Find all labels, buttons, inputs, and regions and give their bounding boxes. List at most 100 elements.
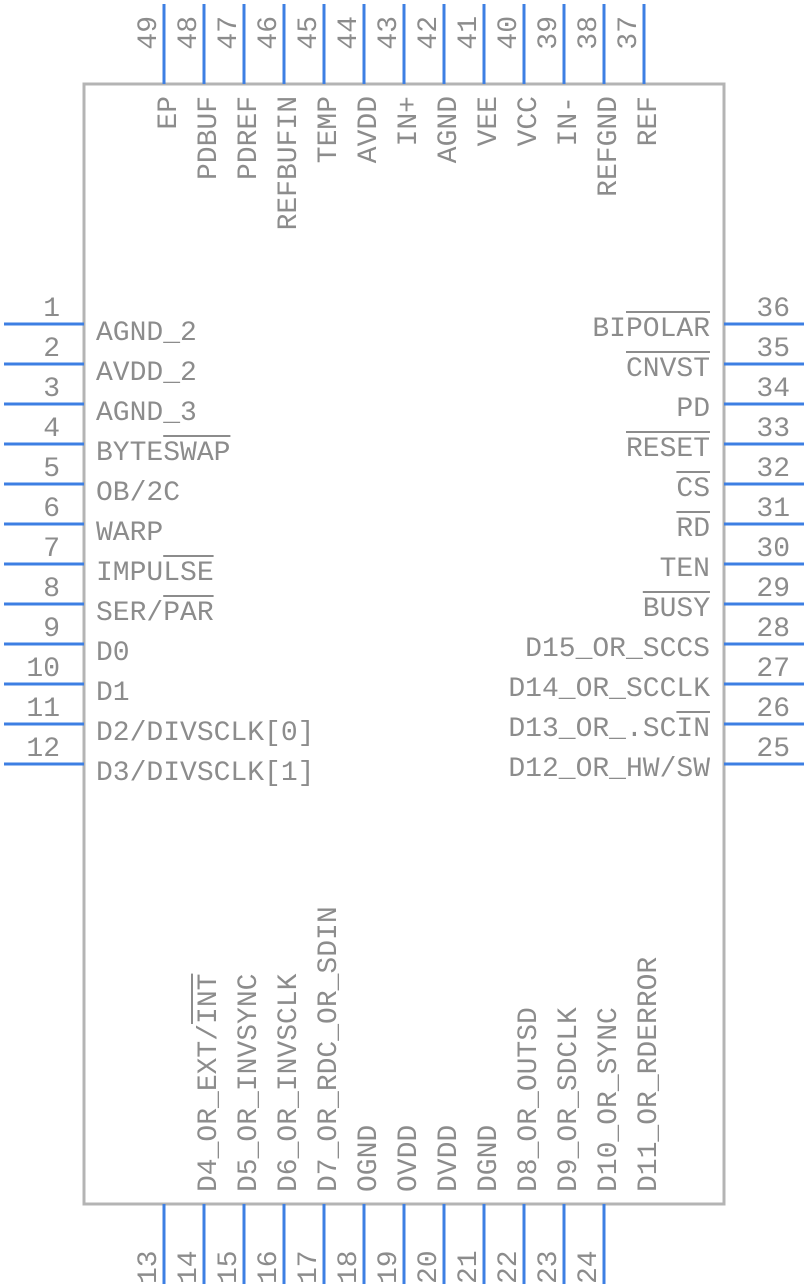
pin-31-number: 31 <box>756 494 790 525</box>
pin-7-number: 7 <box>43 534 60 565</box>
pin-6-name-warp: WARP <box>96 518 163 549</box>
pin-44-number: 44 <box>334 16 365 50</box>
pin-32-number: 32 <box>756 454 790 485</box>
pin-9-name-d0: D0 <box>96 638 130 669</box>
pin-37-name-ref: REF <box>634 96 665 146</box>
pin-31-name-rd: RD <box>676 514 710 545</box>
pin-1-name-agnd-2: AGND_2 <box>96 318 197 349</box>
pin-41-name-vee: VEE <box>474 96 505 146</box>
pin-49-name-ep: EP <box>154 96 185 130</box>
pin-21-name-dgnd: DGND <box>474 1125 505 1192</box>
pin-4-number: 4 <box>43 414 60 445</box>
pin-17-name-d7-or-rdc-or-sdin: D7_OR_RDC_OR_SDIN <box>314 906 345 1192</box>
pin-28-number: 28 <box>756 614 790 645</box>
pin-11-number: 11 <box>26 694 60 725</box>
pin-39-number: 39 <box>534 16 565 50</box>
pin-45-name-temp: TEMP <box>314 96 345 163</box>
pin-42-name-agnd: AGND <box>434 96 465 163</box>
pin-47-name-pdref: PDREF <box>234 96 265 180</box>
pin-5-number: 5 <box>43 454 60 485</box>
pin-9-number: 9 <box>43 614 60 645</box>
pin-3-number: 3 <box>43 374 60 405</box>
pin-21-number: 21 <box>454 1250 485 1284</box>
pin-30-name-ten: TEN <box>660 554 710 585</box>
pin-27-name-d14-or-scclk: D14_OR_SCCLK <box>508 674 710 705</box>
pin-20-number: 20 <box>414 1250 445 1284</box>
pin-13-number: 13 <box>134 1250 165 1284</box>
pin-24-name-d10-or-sync: D10_OR_SYNC <box>594 1007 625 1192</box>
pin-5-name-ob-2c: OB/2C <box>96 478 180 509</box>
pin-30-number: 30 <box>756 534 790 565</box>
pin-19-number: 19 <box>374 1250 405 1284</box>
pin-2-name-avdd-2: AVDD_2 <box>96 358 197 389</box>
pin-17-number: 17 <box>294 1250 325 1284</box>
pin-25-number: 25 <box>756 734 790 765</box>
pin-6-number: 6 <box>43 494 60 525</box>
pin-7-name-impulse: IMPULSE <box>96 558 214 589</box>
pin-37-number: 37 <box>614 16 645 50</box>
pin-46-number: 46 <box>254 16 285 50</box>
pin-28-name-d15-or-sccs: D15_OR_SCCS <box>525 634 710 665</box>
pin-38-number: 38 <box>574 16 605 50</box>
pin-2-number: 2 <box>43 334 60 365</box>
pin-24-number: 24 <box>574 1250 605 1284</box>
pin-8-number: 8 <box>43 574 60 605</box>
pin-45-number: 45 <box>294 16 325 50</box>
pin-18-number: 18 <box>334 1250 365 1284</box>
pin-48-number: 48 <box>174 16 205 50</box>
pin-33-name-reset: RESET <box>626 434 710 465</box>
pin-16-number: 16 <box>254 1250 285 1284</box>
pin-11-name-d2-divsclk-0: D2/DIVSCLK[0] <box>96 718 314 749</box>
pin-20-name-dvdd: DVDD <box>434 1125 465 1192</box>
pin-43-name-in: IN+ <box>394 96 425 146</box>
pin-39-name-in: IN- <box>554 96 585 146</box>
pin-12-name-d3-divsclk-1: D3/DIVSCLK[1] <box>96 758 314 789</box>
pin-35-number: 35 <box>756 334 790 365</box>
pin-46-name-refbufin: REFBUFIN <box>274 96 305 230</box>
pin-27-number: 27 <box>756 654 790 685</box>
pin-34-name-pd: PD <box>676 394 710 425</box>
pin-10-number: 10 <box>26 654 60 685</box>
pin-8-name-ser-par: SER/PAR <box>96 598 214 629</box>
pin-43-number: 43 <box>374 16 405 50</box>
pin-14-number: 14 <box>174 1250 205 1284</box>
pin-12-number: 12 <box>26 734 60 765</box>
pin-extra-12-name-d11-or-rderror: D11_OR_RDERROR <box>634 957 665 1192</box>
pin-26-number: 26 <box>756 694 790 725</box>
pin-48-name-pdbuf: PDBUF <box>194 96 225 180</box>
pin-36-name-bipolar: BIPOLAR <box>592 314 710 345</box>
pin-35-name-cnvst: CNVST <box>626 354 710 385</box>
pin-23-number: 23 <box>534 1250 565 1284</box>
pin-32-name-cs: CS <box>676 474 710 505</box>
pin-4-name-byteswap: BYTESWAP <box>96 438 230 469</box>
pin-29-name-busy: BUSY <box>643 594 710 625</box>
pin-33-number: 33 <box>756 414 790 445</box>
pin-29-number: 29 <box>756 574 790 605</box>
pin-42-number: 42 <box>414 16 445 50</box>
pin-44-name-avdd: AVDD <box>354 96 385 163</box>
pin-19-name-ovdd: OVDD <box>394 1125 425 1192</box>
pin-34-number: 34 <box>756 374 790 405</box>
pin-23-name-d9-or-sdclk: D9_OR_SDCLK <box>554 1007 585 1192</box>
pin-41-number: 41 <box>454 16 485 50</box>
pin-25-name-d12-or-hw-sw: D12_OR_HW/SW <box>508 754 710 785</box>
pin-22-name-d8-or-outsd: D8_OR_OUTSD <box>514 1007 545 1192</box>
pin-49-number: 49 <box>134 16 165 50</box>
pin-18-name-ognd: OGND <box>354 1125 385 1192</box>
pin-40-name-vcc: VCC <box>514 96 545 146</box>
pin-47-number: 47 <box>214 16 245 50</box>
pin-15-name-d5-or-invsync: D5_OR_INVSYNC <box>234 974 265 1192</box>
pin-36-number: 36 <box>756 294 790 325</box>
pin-38-name-refgnd: REFGND <box>594 96 625 197</box>
pin-14-name-d4-or-ext-int: D4_OR_EXT/INT <box>194 974 225 1192</box>
pin-10-name-d1: D1 <box>96 678 130 709</box>
pin-40-number: 40 <box>494 16 525 50</box>
pin-22-number: 22 <box>494 1250 525 1284</box>
pin-3-name-agnd-3: AGND_3 <box>96 398 197 429</box>
pin-1-number: 1 <box>43 294 60 325</box>
pin-15-number: 15 <box>214 1250 245 1284</box>
pin-26-name-d13-or-scin: D13_OR_.SCIN <box>508 714 710 745</box>
pin-16-name-d6-or-invsclk: D6_OR_INVSCLK <box>274 973 305 1192</box>
